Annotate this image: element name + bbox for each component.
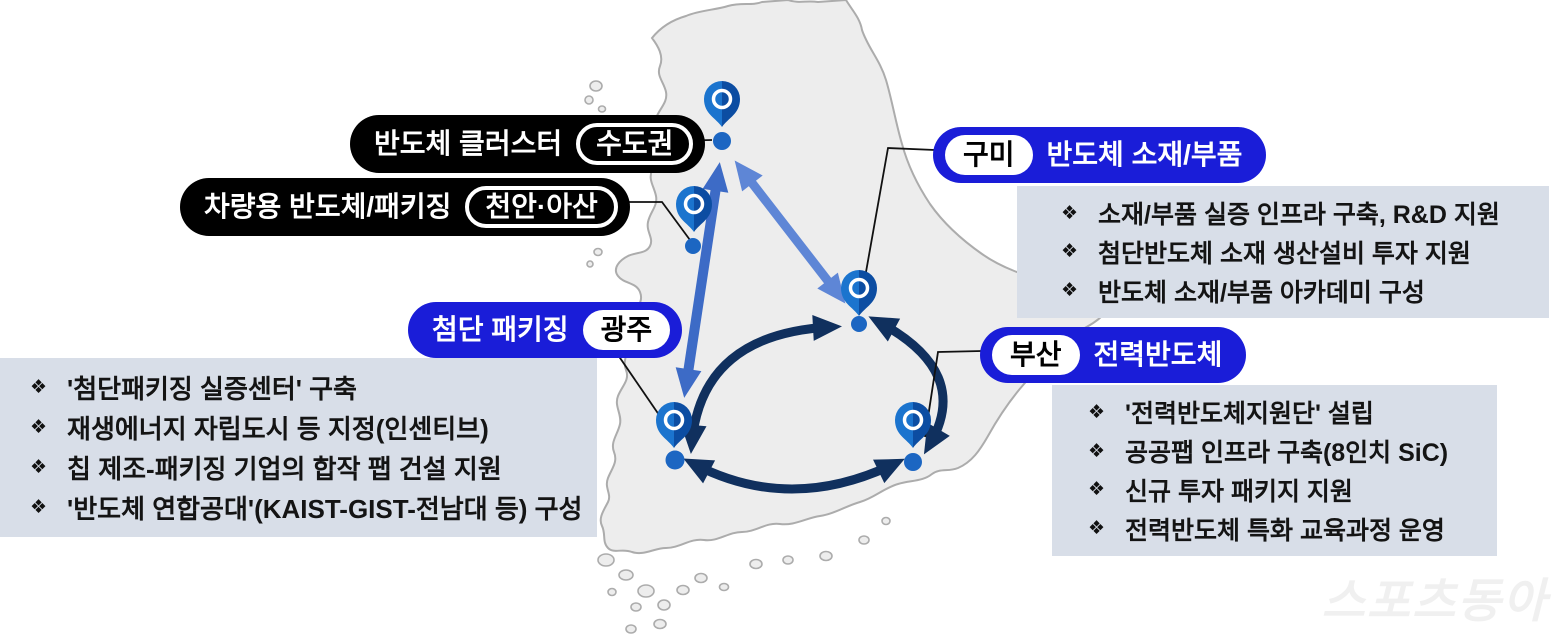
label-cheonan-asan: 차량용 반도체/패키징 천안·아산	[180, 178, 630, 236]
list-item-text: 소재/부품 실증 인프라 구축, R&D 지원	[1098, 201, 1500, 230]
dot-gumi	[851, 316, 867, 332]
list-item-text: '반도체 연합공대'(KAIST-GIST-전남대 등) 구성	[67, 493, 583, 524]
label-sudogwon-title: 반도체 클러스터	[374, 128, 563, 159]
diamond-bullet-icon: ❖	[1061, 202, 1079, 224]
list-item: ❖ 반도체 소재/부품 아카데미 구성	[1061, 273, 1541, 309]
busan-detail-panel: ❖ '전력반도체지원단' 설립 ❖ 공공팹 인프라 구축(8인치 SiC) ❖ …	[1052, 385, 1497, 556]
diamond-bullet-icon: ❖	[1088, 401, 1106, 423]
arrow-gumi-busan	[868, 316, 950, 455]
label-gwangju-title: 첨단 패키징	[432, 314, 569, 345]
list-item: ❖ 첨단반도체 소재 생산설비 투자 지원	[1061, 234, 1541, 270]
label-gumi: 구미 반도체 소재/부품	[933, 127, 1267, 183]
navy-exchange-arrows	[680, 314, 950, 494]
label-gwangju: 첨단 패키징 광주	[408, 302, 683, 358]
region-badge-gwangju: 광주	[582, 310, 671, 350]
arrow-gwangju-seoul	[675, 162, 729, 398]
list-item: ❖ 신규 투자 패키지 지원	[1088, 472, 1489, 508]
islands	[584, 80, 891, 634]
dot-gwangju	[665, 450, 685, 470]
list-item-text: 전력반도체 특화 교육과정 운영	[1125, 516, 1445, 545]
arrow-gwangju-gumi	[680, 314, 842, 454]
diamond-bullet-icon: ❖	[1088, 440, 1106, 462]
list-item-text: 공공팹 인프라 구축(8인치 SiC)	[1125, 439, 1449, 468]
diamond-bullet-icon: ❖	[30, 496, 48, 518]
arrow-gwangju-busan	[683, 458, 905, 494]
region-badge-gumi: 구미	[945, 135, 1033, 175]
diamond-bullet-icon: ❖	[1061, 280, 1079, 302]
list-item: ❖ '전력반도체지원단' 설립	[1088, 394, 1489, 430]
list-item-text: '전력반도체지원단' 설립	[1125, 400, 1374, 429]
list-item: ❖ 소재/부품 실증 인프라 구축, R&D 지원	[1061, 195, 1541, 231]
region-badge-cheonan: 천안·아산	[465, 186, 618, 228]
list-item-text: '첨단패키징 실증센터' 구축	[67, 374, 357, 405]
diamond-bullet-icon: ❖	[30, 456, 48, 478]
dot-busan	[904, 453, 922, 471]
list-item-text: 반도체 소재/부품 아카데미 구성	[1098, 278, 1425, 307]
diamond-bullet-icon: ❖	[1088, 518, 1106, 540]
list-item: ❖ '첨단패키징 실증센터' 구축	[30, 369, 587, 406]
list-item-text: 재생에너지 자립도시 등 지정(인센티브)	[67, 414, 489, 445]
label-busan-title: 전력반도체	[1093, 339, 1223, 370]
dot-cheonan	[685, 238, 701, 254]
list-item: ❖ 재생에너지 자립도시 등 지정(인센티브)	[30, 409, 587, 446]
gwangju-detail-panel: ❖ '첨단패키징 실증센터' 구축 ❖ 재생에너지 자립도시 등 지정(인센티브…	[0, 358, 597, 537]
diamond-bullet-icon: ❖	[30, 417, 48, 439]
location-dots	[665, 132, 922, 471]
label-busan: 부산 전력반도체	[980, 327, 1247, 383]
label-cheonan-title: 차량용 반도체/패키징	[204, 191, 452, 222]
arrow-seoul-gumi	[734, 160, 846, 304]
diamond-bullet-icon: ❖	[1061, 241, 1079, 263]
list-item: ❖ 칩 제조-패키징 기업의 합작 팹 건설 지원	[30, 449, 587, 486]
gumi-detail-panel: ❖ 소재/부품 실증 인프라 구축, R&D 지원 ❖ 첨단반도체 소재 생산설…	[1017, 186, 1549, 318]
dot-seoul	[713, 132, 731, 150]
label-sudogwon: 반도체 클러스터 수도권	[350, 115, 706, 173]
list-item-text: 칩 제조-패키징 기업의 합작 팹 건설 지원	[67, 453, 502, 484]
list-item: ❖ '반도체 연합공대'(KAIST-GIST-전남대 등) 구성	[30, 489, 587, 526]
diamond-bullet-icon: ❖	[1088, 479, 1106, 501]
list-item-text: 신규 투자 패키지 지원	[1125, 477, 1353, 506]
label-gumi-title: 반도체 소재/부품	[1046, 139, 1243, 170]
region-badge-busan: 부산	[992, 335, 1080, 375]
list-item-text: 첨단반도체 소재 생산설비 투자 지원	[1098, 239, 1471, 268]
list-item: ❖ 공공팹 인프라 구축(8인치 SiC)	[1088, 433, 1489, 469]
list-item: ❖ 전력반도체 특화 교육과정 운영	[1088, 511, 1489, 547]
diamond-bullet-icon: ❖	[30, 377, 48, 399]
region-badge-sudogwon: 수도권	[576, 123, 694, 165]
